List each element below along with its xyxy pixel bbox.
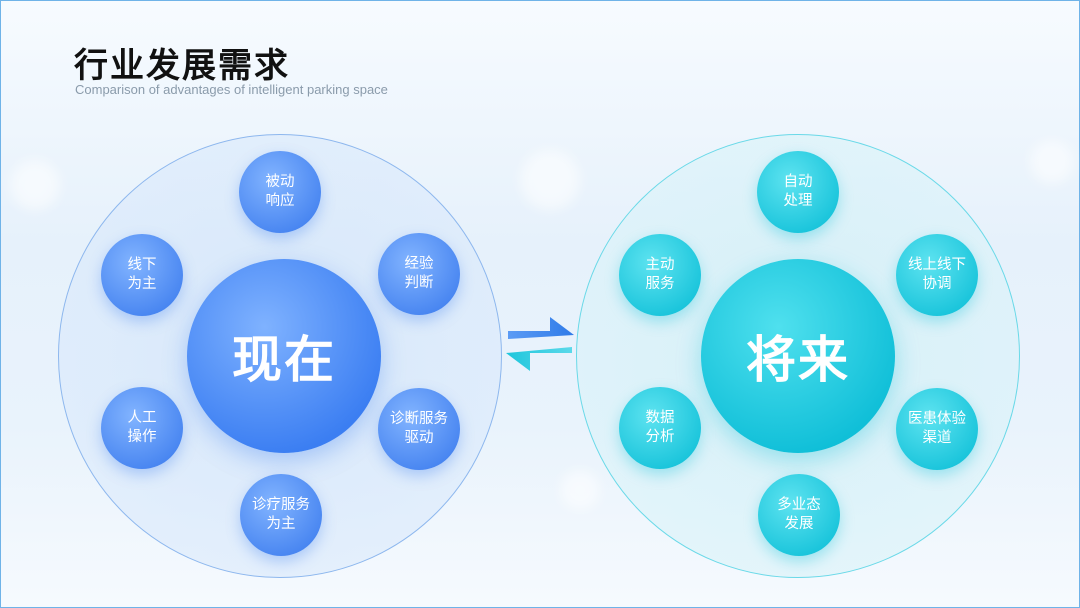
bokeh-decoration [560, 470, 600, 510]
future-node-auto-processing: 自动 处理 [757, 151, 839, 233]
future-node-multi-business: 多业态 发展 [758, 474, 840, 556]
future-node-data-analysis: 数据 分析 [619, 387, 701, 469]
now-hub: 现在 [187, 259, 381, 453]
now-node-experience-judgment: 经验 判断 [378, 233, 460, 315]
now-node-manual-operation: 人工 操作 [101, 387, 183, 469]
future-hub: 将来 [701, 259, 895, 453]
bokeh-decoration [1030, 140, 1074, 184]
future-node-active-service: 主动 服务 [619, 234, 701, 316]
future-node-patient-experience: 医患体验 渠道 [896, 388, 978, 470]
now-node-passive-response: 被动 响应 [239, 151, 321, 233]
bokeh-decoration [520, 150, 580, 210]
page-subtitle: Comparison of advantages of intelligent … [75, 82, 388, 97]
exchange-arrows-icon [506, 317, 574, 371]
future-node-online-offline: 线上线下 协调 [896, 234, 978, 316]
bokeh-decoration [10, 160, 60, 210]
now-node-diagnosis-driven: 诊断服务 驱动 [378, 388, 460, 470]
now-node-treatment-focus: 诊疗服务 为主 [240, 474, 322, 556]
page-title: 行业发展需求 [74, 46, 290, 86]
now-node-offline-focus: 线下 为主 [101, 234, 183, 316]
